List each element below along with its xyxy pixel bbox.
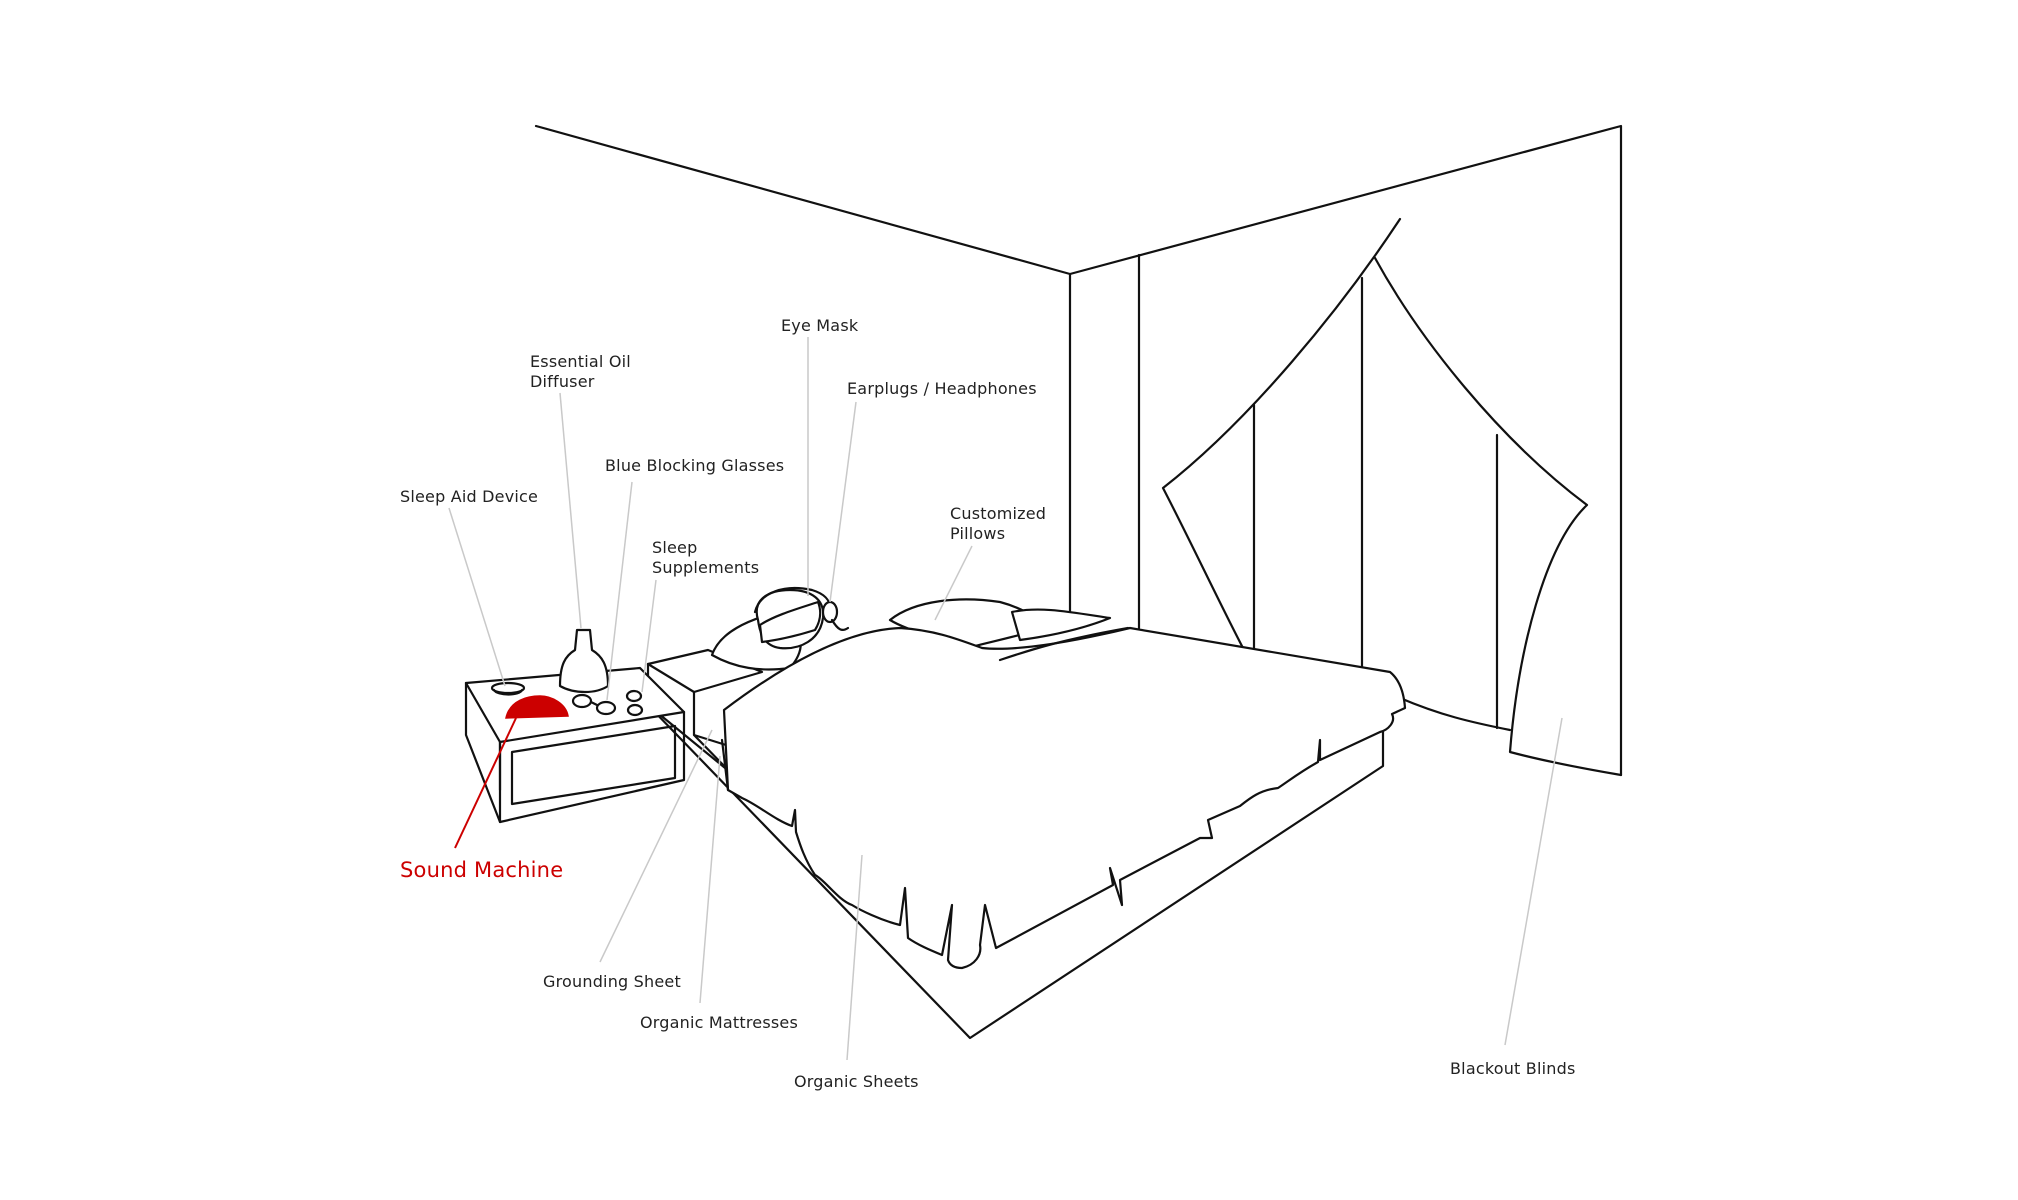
label-customized-pillows: Customized Pillows (950, 504, 1046, 544)
essential-oil-diffuser (558, 628, 610, 694)
nightstand-items (490, 628, 644, 719)
organic-sheets (720, 626, 1407, 970)
label-earplugs-headphones: Earplugs / Headphones (847, 379, 1037, 398)
eye-mask (758, 600, 822, 644)
label-organic-sheets: Organic Sheets (794, 1072, 919, 1091)
label-sleep-supplements: Sleep Supplements (652, 538, 759, 578)
blackout-blinds (1161, 217, 1623, 777)
label-eye-mask: Eye Mask (781, 316, 859, 335)
label-essential-oil-diffuser: Essential Oil Diffuser (530, 352, 631, 392)
leader-lines (448, 337, 1563, 1061)
label-sleep-supplements-line1: Sleep (652, 538, 698, 557)
sleeper-head (753, 586, 850, 650)
label-grounding-sheet: Grounding Sheet (543, 972, 681, 991)
label-essential-oil-diffuser-line2: Diffuser (530, 372, 595, 391)
label-sleep-aid-device: Sleep Aid Device (400, 487, 539, 506)
label-essential-oil-diffuser-line1: Essential Oil (530, 352, 631, 371)
earplug-headphone (821, 600, 839, 624)
label-customized-pillows-line1: Customized (950, 504, 1047, 523)
label-blackout-blinds: Blackout Blinds (1450, 1059, 1576, 1078)
label-customized-pillows-line2: Pillows (950, 524, 1006, 543)
label-organic-mattresses: Organic Mattresses (640, 1013, 798, 1032)
sleep-aid-device (490, 681, 526, 695)
sound-machine (505, 695, 569, 719)
room-walls (534, 124, 1623, 777)
label-sound-machine: Sound Machine (400, 858, 564, 882)
label-blue-blocking-glasses: Blue Blocking Glasses (605, 456, 785, 475)
label-sleep-supplements-line2: Supplements (652, 558, 760, 577)
